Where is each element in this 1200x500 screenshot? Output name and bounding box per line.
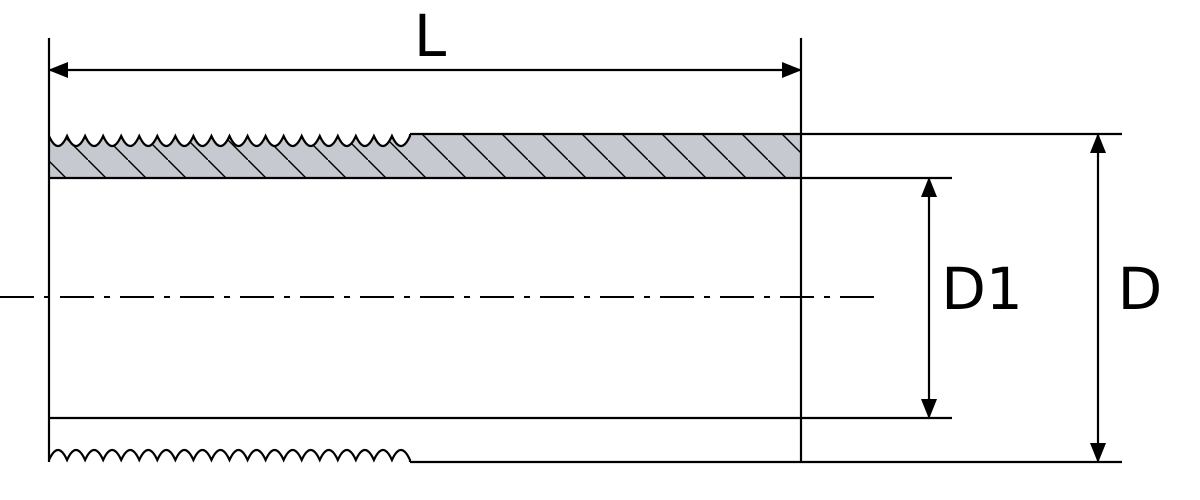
lower-wall-section (47, 416, 1122, 464)
outer-diameter-label: D (1118, 255, 1163, 323)
outer-diameter-dimension: D (1090, 133, 1163, 463)
lower-thread-profile (47, 448, 412, 463)
length-dimension: L (48, 2, 802, 78)
upper-wall-section (47, 132, 1122, 180)
upper-wall-hatch (49, 134, 801, 178)
upper-thread-profile (47, 133, 412, 148)
inner-diameter-label: D1 (941, 255, 1023, 323)
length-label: L (414, 2, 446, 70)
inner-diameter-dimension: D1 (921, 177, 1023, 419)
